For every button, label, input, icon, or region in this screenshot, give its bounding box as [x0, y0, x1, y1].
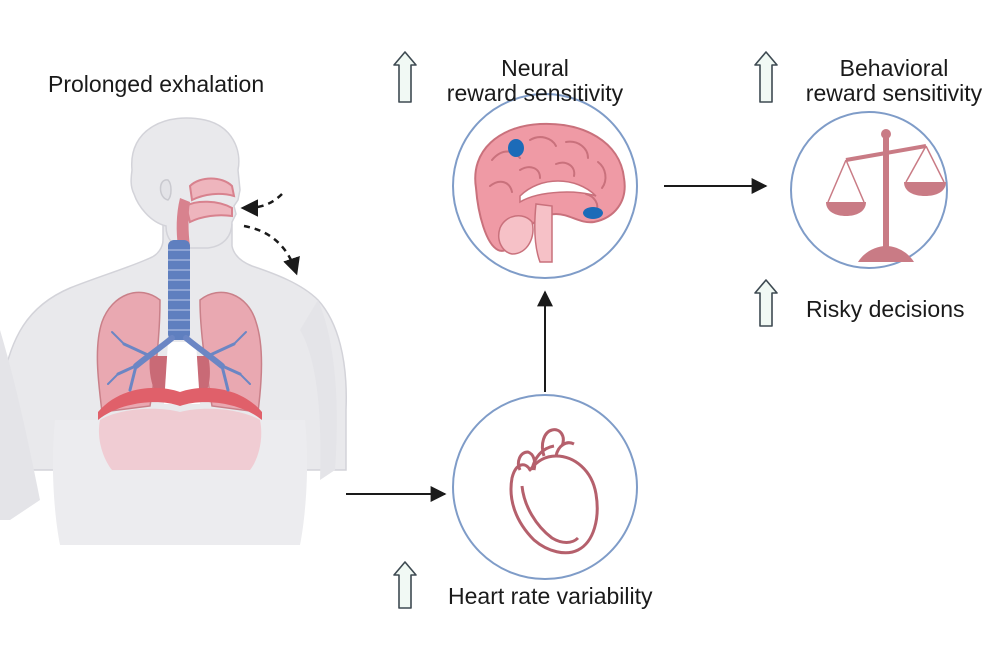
- diaphragm-lower: [98, 408, 262, 470]
- up-arrow-risky-icon: [754, 279, 778, 327]
- nasal-cavity: [188, 177, 236, 202]
- behavioral-label-line2: reward sensitivity: [805, 80, 983, 106]
- diaphragm: [98, 387, 262, 420]
- pharynx: [176, 198, 190, 246]
- neural-label-line1: Neural: [501, 55, 569, 81]
- human-arm-left: [0, 330, 40, 520]
- oral-cavity: [184, 200, 233, 224]
- heart-icon: [509, 428, 599, 555]
- breath-out-arrow: [243, 224, 300, 276]
- brain-icon: [474, 122, 626, 263]
- heart-node: [452, 394, 638, 580]
- risky-decisions-label: Risky decisions: [806, 296, 965, 322]
- human-arm-right: [300, 300, 337, 480]
- exhalation-label: Prolonged exhalation: [48, 71, 265, 97]
- bronchial-tree: [107, 331, 251, 392]
- brain-reward-region-dorsal: [508, 139, 524, 157]
- human-ear: [159, 179, 172, 201]
- brain-reward-region-ventral: [583, 207, 603, 219]
- up-arrow-neural-icon: [393, 51, 417, 103]
- hrv-label: Heart rate variability: [448, 583, 653, 609]
- mediastinum: [164, 342, 200, 404]
- scale-node: [790, 111, 948, 269]
- balance-scale-icon: [826, 129, 946, 262]
- human-respiratory-illustration: [0, 117, 347, 545]
- up-arrow-behavioral-icon: [754, 51, 778, 103]
- breath-in-arrow: [240, 193, 283, 217]
- up-arrow-hrv-icon: [393, 561, 417, 609]
- behavioral-label-line1: Behavioral: [839, 55, 949, 81]
- trachea: [168, 240, 190, 340]
- neural-label-line2: reward sensitivity: [446, 80, 624, 106]
- brain-node: [452, 93, 638, 279]
